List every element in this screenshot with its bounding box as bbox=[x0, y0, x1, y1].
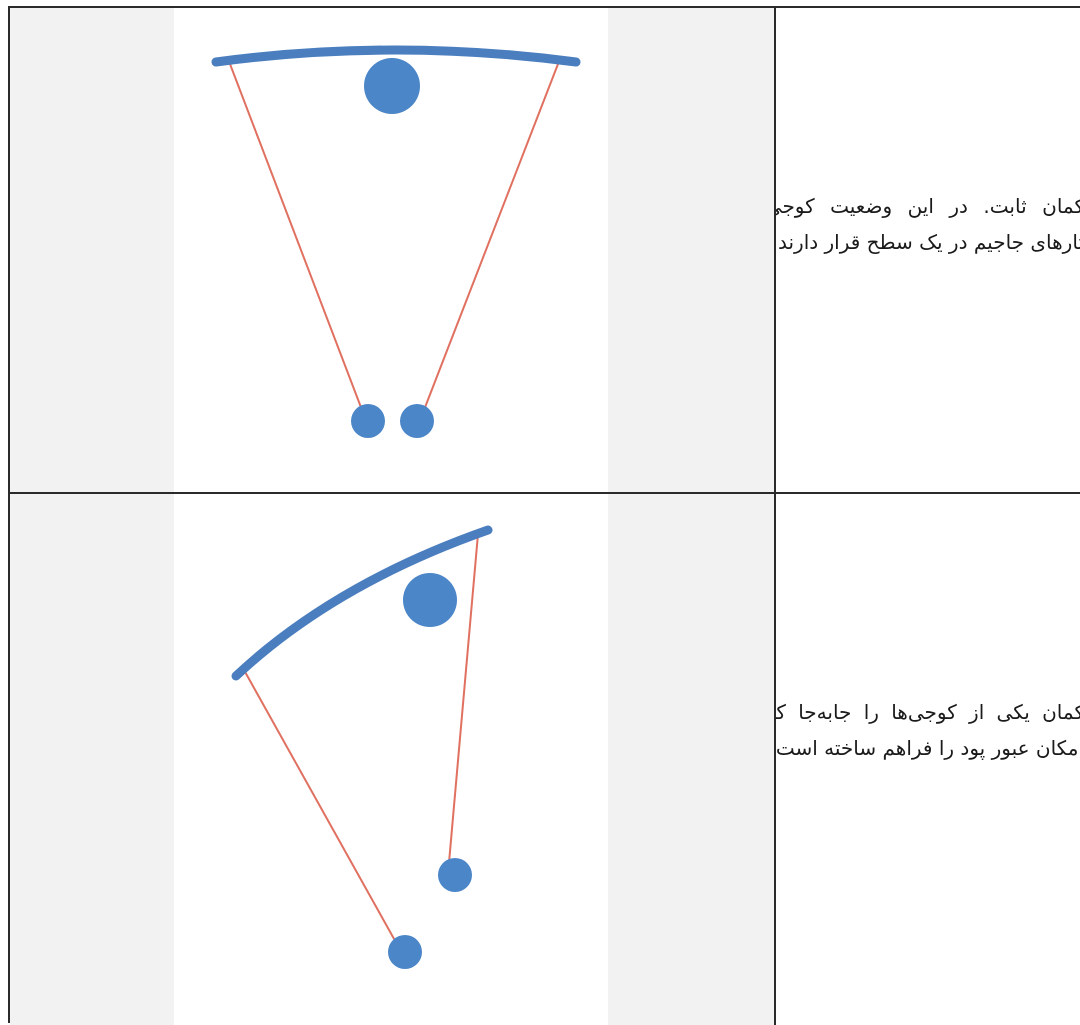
comparison-table: کمان ثابت. در این وضعیت کوجی‌ها و تارهای… bbox=[8, 6, 1080, 1025]
caption-text: کمان ثابت. در این وضعیت کوجی‌ها و تارهای… bbox=[776, 194, 1080, 254]
figure-tilted-bow bbox=[174, 494, 608, 1025]
figure-cell bbox=[10, 494, 776, 1025]
diagram-tilted-bow bbox=[231, 525, 493, 969]
heddle-ball-right bbox=[400, 404, 434, 438]
weight-ball bbox=[364, 58, 420, 114]
table-row: کمان ثابت. در این وضعیت کوجی‌ها و تارهای… bbox=[10, 8, 1080, 494]
heddle-ball-raised bbox=[438, 858, 472, 892]
figure-fixed-bow bbox=[174, 8, 608, 492]
string-left bbox=[243, 669, 399, 947]
heddle-ball-left bbox=[351, 404, 385, 438]
diagram-fixed-bow bbox=[211, 45, 581, 438]
caption-text: کمان یکی از کوجی‌ها را جابه‌جا کرده و ام… bbox=[776, 700, 1080, 760]
figure-cell bbox=[10, 8, 776, 492]
bow bbox=[231, 525, 493, 681]
heddle-ball-lowered bbox=[388, 935, 422, 969]
weight-ball bbox=[403, 573, 457, 627]
string-right bbox=[447, 533, 479, 875]
string-left bbox=[229, 63, 363, 411]
table-row: کمان یکی از کوجی‌ها را جابه‌جا کرده و ام… bbox=[10, 494, 1080, 1025]
caption-cell: کمان ثابت. در این وضعیت کوجی‌ها و تارهای… bbox=[776, 8, 1080, 492]
string-right bbox=[423, 63, 559, 411]
bow bbox=[211, 45, 581, 67]
caption-cell: کمان یکی از کوجی‌ها را جابه‌جا کرده و ام… bbox=[776, 494, 1080, 1025]
